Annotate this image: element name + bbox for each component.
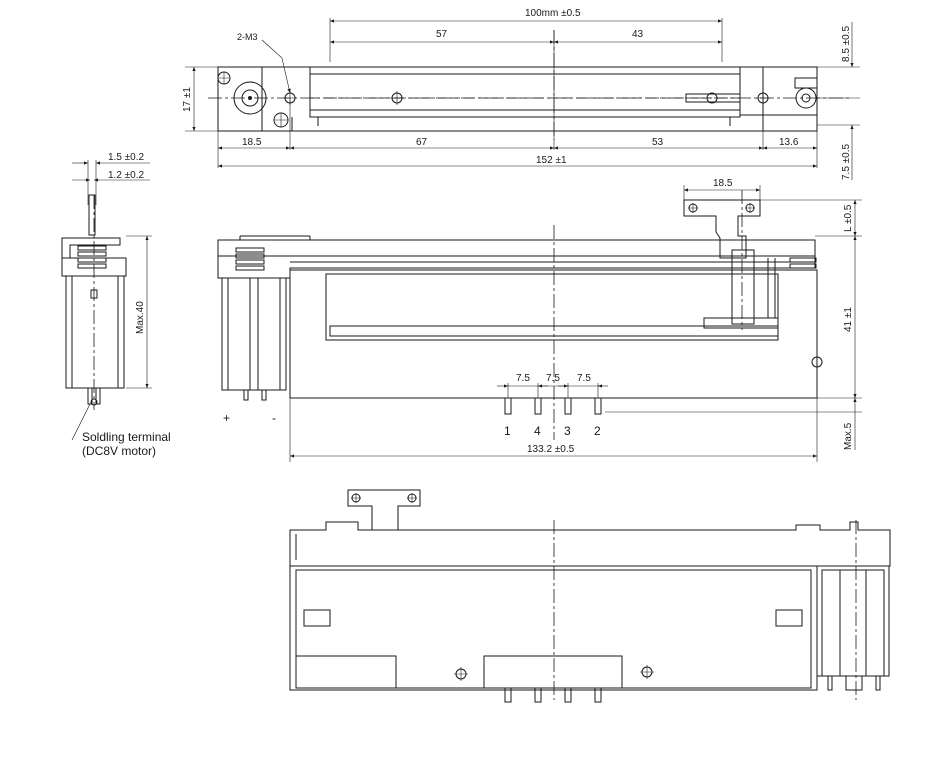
dim-53-label: 53: [652, 137, 664, 148]
pitch-100-label: 100mm ±0.5: [525, 8, 581, 19]
pitch-7-5-a: 7.5: [516, 373, 530, 384]
length-133-label: 133.2 ±0.5: [527, 444, 575, 455]
pitch-7-5-c: 7.5: [577, 373, 591, 384]
max-5-label: Max.5: [843, 422, 854, 450]
dim-1-2-label: 1.2 ±0.2: [108, 170, 145, 181]
screw-label: 2-M3: [237, 32, 258, 42]
terminal-note-line1: Soldling terminal: [82, 430, 171, 444]
l-dim-label: L ±0.5: [843, 204, 854, 232]
right-8-5-label: 8.5 ±0.5: [841, 25, 852, 62]
dim-13-6-label: 13.6: [779, 137, 799, 148]
terminal-note-line2: (DC8V motor): [82, 444, 156, 458]
dim-1-5-label: 1.5 ±0.2: [108, 152, 145, 163]
terminal-3-label: 3: [564, 424, 571, 438]
terminal-1-label: 1: [504, 424, 511, 438]
height-41-label: 41 ±1: [843, 307, 854, 332]
knob-18-5-label: 18.5: [713, 178, 733, 189]
max-40-label: Max.40: [135, 301, 146, 334]
bottom-view: [289, 489, 891, 703]
dim-43-label: 43: [632, 29, 644, 40]
plus-terminal-label: +: [223, 411, 230, 425]
side-view: 1.5 ±0.2 1.2 ±0.2 Max.40 Soldling termin…: [61, 152, 171, 458]
right-7-5-label: 7.5 ±0.5: [841, 143, 852, 180]
length-152-label: 152 ±1: [536, 155, 567, 166]
minus-terminal-label: -: [272, 411, 276, 425]
top-view: 100mm ±0.5 57 43 2-M3 18.5 67 53 13.6 15…: [182, 8, 860, 180]
dim-67-label: 67: [416, 137, 428, 148]
dim-18-5-label: 18.5: [242, 137, 262, 148]
height-17-label: 17 ±1: [182, 87, 193, 112]
terminal-pins: [504, 397, 602, 415]
terminal-2-label: 2: [594, 424, 601, 438]
pitch-7-5-b: 7.5: [546, 373, 560, 384]
terminal-4-label: 4: [534, 424, 541, 438]
front-view: + - 18.5 L ±0.5 41 ±1 Max.5: [217, 178, 862, 462]
dim-57-label: 57: [436, 29, 448, 40]
